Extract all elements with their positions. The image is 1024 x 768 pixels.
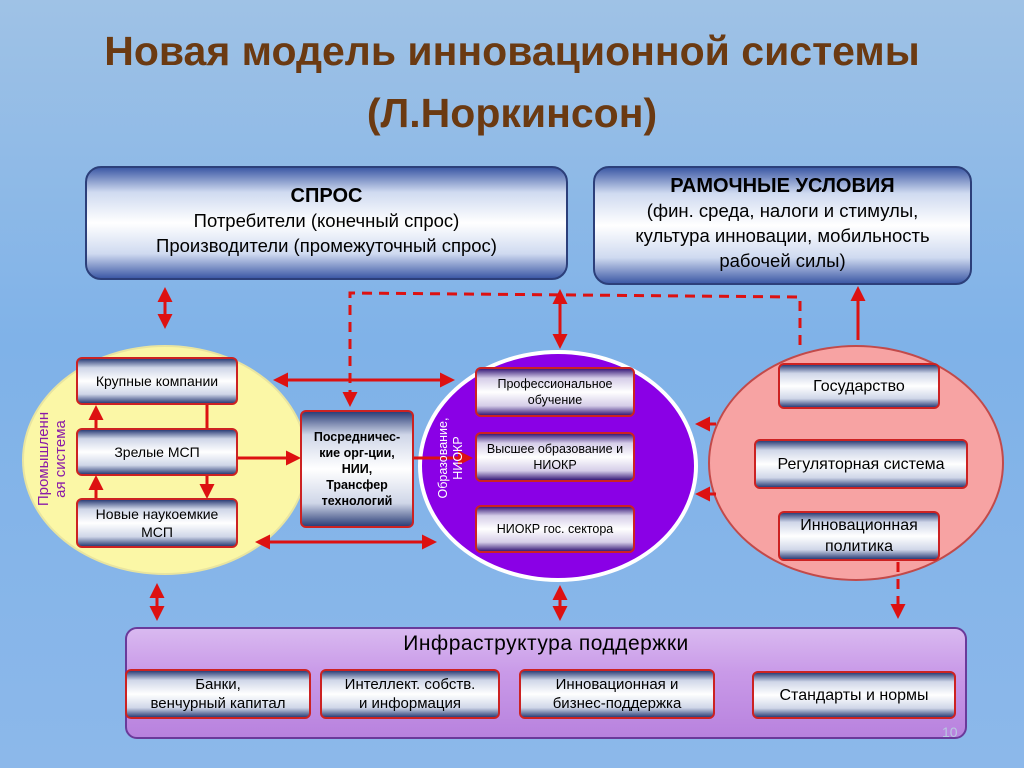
new-tech-sme-text: Новые наукоемкие МСП (95, 506, 219, 540)
framework-line-1: (фин. среда, налоги и стимулы, (646, 200, 919, 221)
box-professional-training: Профессиональное обучение (475, 367, 635, 417)
intermediary-line-1: Посредничес- (313, 430, 401, 444)
innovation-policy-text: Инновационная политика (800, 517, 918, 555)
box-large-companies: Крупные компании (76, 357, 238, 405)
state-text: Государство (813, 377, 905, 395)
page-number: 10 (942, 724, 958, 740)
box-public-rnd: НИОКР гос. сектора (475, 505, 635, 553)
banks-line-2: венчурный капитал (150, 695, 286, 712)
support-line-1: Инновационная и (555, 676, 679, 693)
standards-text: Стандарты и нормы (779, 686, 929, 704)
box-intellectual-property: Интеллект. собств. и информация (320, 669, 500, 719)
large-companies-text: Крупные компании (95, 373, 219, 389)
ip-line-1: Интеллект. собств. (344, 676, 476, 693)
page-subtitle: (Л.Норкинсон) (0, 88, 1024, 138)
title-line-1: Новая модель инновационной системы (104, 28, 920, 74)
box-regulatory-system: Регуляторная система (754, 439, 968, 489)
demand-panel: СПРОС Потребители (конечный спрос) Произ… (85, 166, 568, 280)
box-innovation-support: Инновационная и бизнес-поддержка (519, 669, 715, 719)
industry-system-label: Промышленн ая система (35, 399, 73, 519)
regulatory-system-text: Регуляторная система (777, 455, 945, 473)
intermediary-line-4: Трансфер (326, 478, 388, 492)
framework-heading: РАМОЧНЫЕ УСЛОВИЯ (670, 175, 895, 197)
box-state: Государство (778, 363, 940, 409)
education-label-line-1: Образование, (436, 417, 450, 499)
education-label: Образование, НИОКР (436, 402, 472, 514)
public-rnd-text: НИОКР гос. сектора (496, 522, 614, 536)
demand-heading: СПРОС (290, 185, 363, 207)
intermediary-line-5: технологий (321, 494, 393, 508)
title-line-2: (Л.Норкинсон) (366, 90, 658, 136)
education-label-line-2: НИОКР (451, 436, 465, 480)
ip-line-2: и информация (359, 695, 461, 712)
intermediary-line-2: кие орг-ции, (319, 446, 395, 460)
demand-line-1: Потребители (конечный спрос) (193, 210, 460, 231)
support-line-2: бизнес-поддержка (552, 695, 682, 712)
framework-line-3: рабочей силы) (719, 250, 846, 271)
framework-panel: РАМОЧНЫЕ УСЛОВИЯ (фин. среда, налоги и с… (593, 166, 972, 285)
demand-line-2: Производители (промежуточный спрос) (156, 235, 497, 256)
industry-label-line-2: ая система (52, 420, 69, 498)
box-mature-sme: Зрелые МСП (76, 428, 238, 476)
professional-training-text: Профессиональное обучение (497, 377, 613, 407)
infrastructure-title: Инфраструктура поддержки (403, 632, 689, 655)
box-higher-education: Высшее образование и НИОКР (475, 432, 635, 482)
intermediary-line-3: НИИ, (341, 462, 373, 476)
box-innovation-policy: Инновационная политика (778, 511, 940, 561)
box-intermediaries: Посредничес- кие орг-ции, НИИ, Трансфер … (300, 410, 414, 528)
box-new-tech-sme: Новые наукоемкие МСП (76, 498, 238, 548)
box-banks-venture: Банки, венчурный капитал (125, 669, 311, 719)
framework-line-2: культура инновации, мобильность (635, 225, 930, 246)
mature-sme-text: Зрелые МСП (114, 444, 200, 460)
page-title: Новая модель инновационной системы (0, 26, 1024, 76)
higher-education-text: Высшее образование и НИОКР (486, 442, 624, 472)
industry-label-line-1: Промышленн (35, 411, 52, 507)
box-standards: Стандарты и нормы (752, 671, 956, 719)
banks-line-1: Банки, (195, 676, 241, 693)
